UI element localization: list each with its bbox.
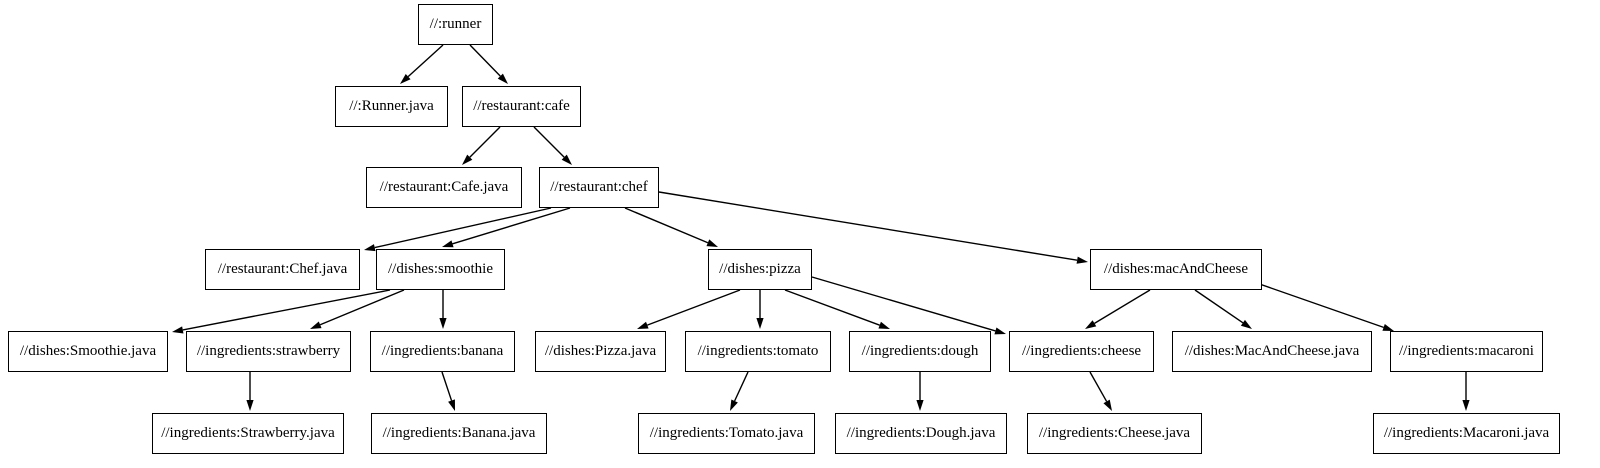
graph-arrowhead-restaurant_chef-to-dishes_mac: [1076, 256, 1088, 264]
graph-node-label: //restaurant:cafe: [473, 98, 570, 114]
graph-node-label: //ingredients:Macaroni.java: [1383, 425, 1550, 441]
graph-arrowhead-dishes_pizza-to-ing_cheese: [994, 327, 1006, 335]
graph-node-label: //ingredients:Dough.java: [846, 425, 996, 441]
graph-arrowhead-dishes_mac-to-ing_macaroni: [1382, 323, 1394, 331]
graph-node-runner_java[interactable]: //:Runner.java: [335, 86, 448, 127]
graph-edge-runner-to-restaurant_cafe: [469, 44, 501, 77]
graph-node-label: //ingredients:macaroni: [1399, 343, 1534, 359]
graph-arrowhead-ing_macaroni-to-macaroni_java: [1462, 400, 1470, 411]
graph-node-label: //ingredients:dough: [861, 343, 979, 359]
graph-node-restaurant_chef[interactable]: //restaurant:chef: [539, 167, 659, 208]
graph-node-chef_java[interactable]: //restaurant:Chef.java: [205, 249, 360, 290]
graph-node-macaroni_java[interactable]: //ingredients:Macaroni.java: [1373, 413, 1560, 454]
graph-node-dough_java[interactable]: //ingredients:Dough.java: [835, 413, 1007, 454]
graph-node-label: //ingredients:Cheese.java: [1038, 425, 1191, 441]
graph-node-label: //ingredients:cheese: [1021, 343, 1142, 359]
graph-node-label: //restaurant:chef: [550, 179, 648, 195]
graph-node-restaurant_cafe[interactable]: //restaurant:cafe: [462, 86, 581, 127]
graph-edge-runner-to-runner_java: [407, 44, 444, 78]
graph-node-ing_dough[interactable]: //ingredients:dough: [849, 331, 991, 372]
graph-edge-restaurant_cafe-to-restaurant_chef: [533, 126, 565, 158]
graph-node-label: //ingredients:strawberry: [196, 343, 341, 359]
graph-node-dishes_smoothie[interactable]: //dishes:smoothie: [376, 249, 505, 290]
graph-node-runner[interactable]: //:runner: [418, 4, 493, 45]
graph-edge-dishes_pizza-to-ing_cheese: [811, 276, 996, 332]
graph-node-label: //dishes:smoothie: [388, 261, 493, 277]
graph-node-ing_macaroni[interactable]: //ingredients:macaroni: [1390, 331, 1543, 372]
graph-edge-dishes_mac-to-mac_java: [1194, 289, 1244, 324]
graph-arrowhead-ing_strawberry-to-strawberry_java: [246, 400, 254, 411]
graph-edge-dishes_pizza-to-ing_dough: [784, 289, 880, 326]
graph-arrowhead-dishes_pizza-to-ing_dough: [878, 321, 890, 329]
graph-node-label: //dishes:pizza: [719, 261, 801, 277]
graph-node-label: //restaurant:Cafe.java: [379, 179, 509, 195]
graph-arrowhead-dishes_pizza-to-ing_tomato: [756, 318, 764, 329]
graph-node-tomato_java[interactable]: //ingredients:Tomato.java: [638, 413, 815, 454]
graph-arrowhead-runner-to-runner_java: [400, 73, 411, 84]
graph-edge-dishes_smoothie-to-ing_strawberry: [319, 289, 405, 326]
graph-edge-restaurant_cafe-to-cafe_java: [469, 126, 501, 158]
graph-edge-restaurant_chef-to-dishes_smoothie: [452, 207, 571, 245]
graph-node-label: //:Runner.java: [349, 98, 434, 114]
graph-arrowhead-ing_dough-to-dough_java: [916, 400, 924, 411]
graph-node-label: //restaurant:Chef.java: [217, 261, 348, 277]
graph-node-banana_java[interactable]: //ingredients:Banana.java: [371, 413, 547, 454]
graph-node-ing_strawberry[interactable]: //ingredients:strawberry: [186, 331, 351, 372]
graph-node-label: //dishes:Pizza.java: [544, 343, 657, 359]
graph-node-label: //dishes:macAndCheese: [1103, 261, 1249, 277]
graph-arrowhead-restaurant_cafe-to-cafe_java: [462, 154, 473, 165]
graph-edge-dishes_pizza-to-pizza_java: [647, 289, 741, 326]
graph-node-ing_banana[interactable]: //ingredients:banana: [370, 331, 515, 372]
graph-node-label: //dishes:Smoothie.java: [19, 343, 157, 359]
graph-edge-dishes_mac-to-ing_macaroni: [1247, 279, 1384, 329]
graph-node-ing_tomato[interactable]: //ingredients:tomato: [685, 331, 831, 372]
graph-node-label: //dishes:MacAndCheese.java: [1184, 343, 1360, 359]
graph-arrowhead-dishes_smoothie-to-smoothie_java: [172, 326, 184, 334]
graph-node-dishes_pizza[interactable]: //dishes:pizza: [708, 249, 812, 290]
graph-edge-restaurant_chef-to-dishes_pizza: [624, 207, 709, 244]
graph-arrowhead-dishes_smoothie-to-ing_strawberry: [310, 321, 322, 329]
graph-arrowhead-restaurant_chef-to-dishes_pizza: [706, 239, 718, 247]
graph-node-cheese_java[interactable]: //ingredients:Cheese.java: [1027, 413, 1202, 454]
graph-arrowhead-restaurant_chef-to-dishes_smoothie: [442, 240, 454, 248]
graph-node-smoothie_java[interactable]: //dishes:Smoothie.java: [8, 331, 168, 372]
graph-node-ing_cheese[interactable]: //ingredients:cheese: [1009, 331, 1154, 372]
graph-edge-ing_tomato-to-tomato_java: [733, 371, 749, 402]
graph-edge-ing_banana-to-banana_java: [441, 371, 453, 401]
graph-arrowhead-restaurant_chef-to-chef_java: [364, 244, 376, 252]
graph-arrowhead-dishes_smoothie-to-ing_banana: [439, 318, 447, 329]
graph-arrowhead-ing_cheese-to-cheese_java: [1103, 399, 1112, 411]
graph-node-label: //:runner: [429, 16, 482, 32]
graph-node-label: //ingredients:tomato: [697, 343, 819, 359]
graph-node-label: //ingredients:Banana.java: [382, 425, 536, 441]
graph-arrowhead-ing_tomato-to-tomato_java: [730, 399, 738, 411]
graph-edge-dishes_mac-to-ing_cheese: [1094, 289, 1151, 324]
graph-edge-restaurant_chef-to-chef_java: [374, 207, 552, 249]
graph-node-pizza_java[interactable]: //dishes:Pizza.java: [535, 331, 666, 372]
graph-node-mac_java[interactable]: //dishes:MacAndCheese.java: [1172, 331, 1372, 372]
graph-arrowhead-ing_banana-to-banana_java: [448, 399, 455, 411]
graph-edge-ing_cheese-to-cheese_java: [1089, 371, 1108, 402]
graph-arrowhead-restaurant_cafe-to-restaurant_chef: [561, 154, 572, 165]
graph-node-label: //ingredients:Tomato.java: [649, 425, 804, 441]
graph-node-dishes_mac[interactable]: //dishes:macAndCheese: [1090, 249, 1262, 290]
graph-node-label: //ingredients:banana: [381, 343, 504, 359]
graph-arrowhead-dishes_mac-to-mac_java: [1240, 319, 1252, 329]
graph-arrowhead-dishes_mac-to-ing_cheese: [1085, 320, 1097, 329]
graph-node-label: //ingredients:Strawberry.java: [161, 425, 335, 441]
graph-arrowhead-dishes_pizza-to-pizza_java: [637, 321, 649, 329]
graph-edge-dishes_smoothie-to-smoothie_java: [182, 289, 391, 331]
graph-node-strawberry_java[interactable]: //ingredients:Strawberry.java: [152, 413, 344, 454]
graph-node-cafe_java[interactable]: //restaurant:Cafe.java: [366, 167, 522, 208]
graph-arrowhead-runner-to-restaurant_cafe: [497, 73, 508, 84]
